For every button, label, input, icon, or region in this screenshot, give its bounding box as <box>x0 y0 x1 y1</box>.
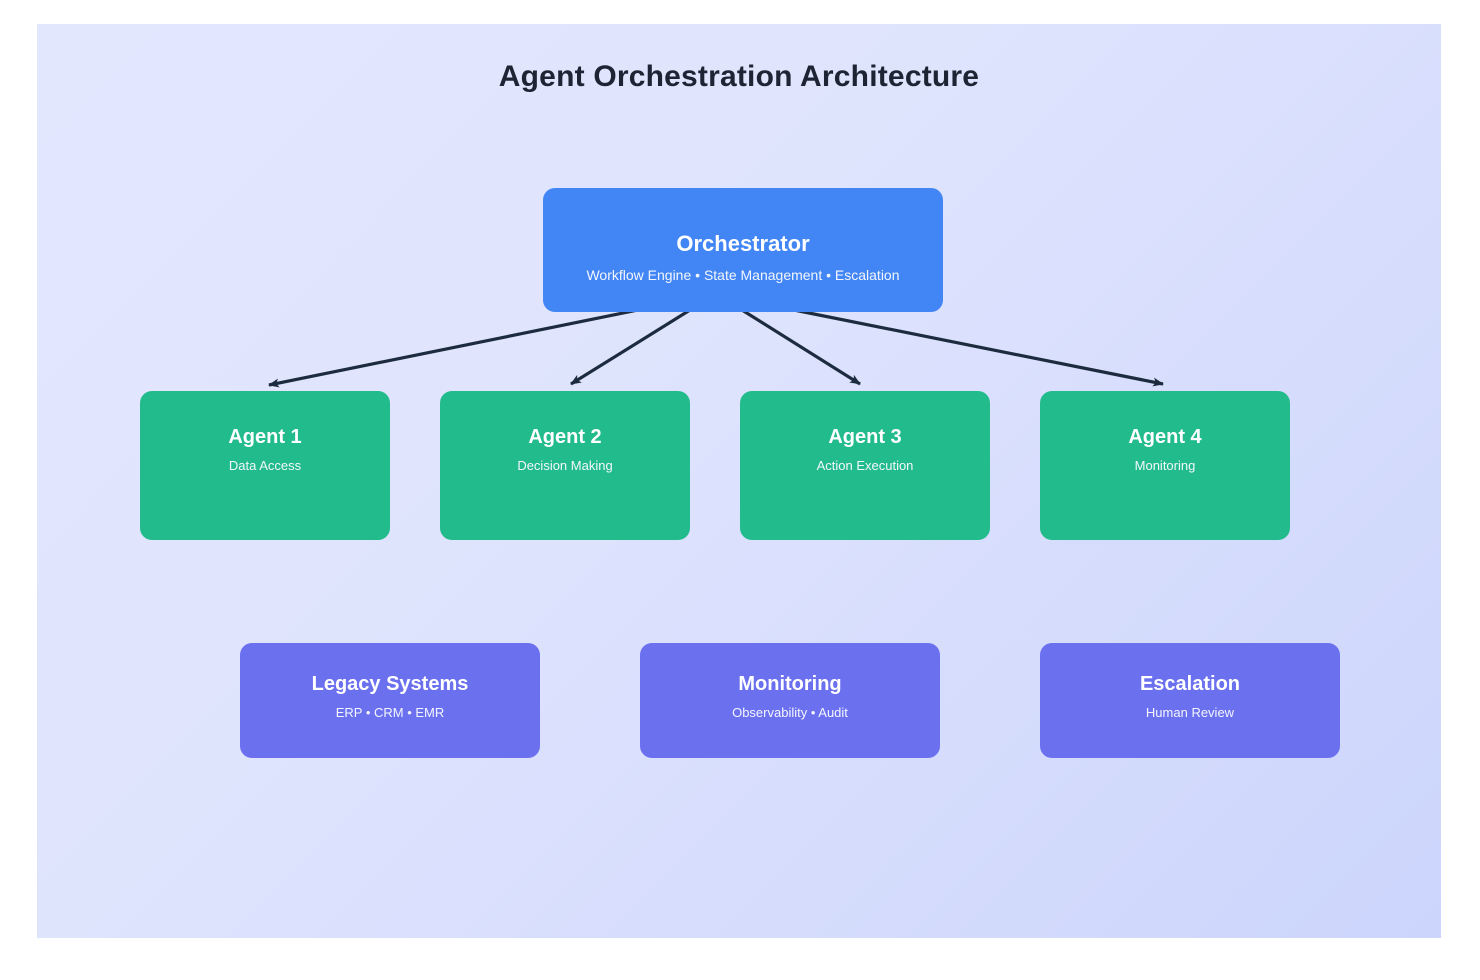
node-legacy-systems[interactable]: Legacy Systems ERP • CRM • EMR <box>240 643 540 758</box>
node-agent-3-subtitle: Action Execution <box>816 458 914 473</box>
node-agent-1[interactable]: Agent 1 Data Access <box>140 391 390 540</box>
node-legacy-systems-title: Legacy Systems <box>311 673 469 695</box>
node-agent-4-title: Agent 4 <box>1128 426 1202 448</box>
node-orchestrator-subtitle: Workflow Engine • State Management • Esc… <box>586 267 900 283</box>
edge-orchestrator-to-agent-1 <box>268 308 639 388</box>
page-title: Agent Orchestration Architecture <box>498 60 980 93</box>
node-agent-2[interactable]: Agent 2 Decision Making <box>440 391 690 540</box>
node-orchestrator[interactable]: Orchestrator Workflow Engine • State Man… <box>543 188 943 312</box>
node-agent-4-subtitle: Monitoring <box>1134 458 1196 473</box>
node-agent-4[interactable]: Agent 4 Monitoring <box>1040 391 1290 540</box>
node-agent-3-title: Agent 3 <box>828 426 902 448</box>
node-escalation[interactable]: Escalation Human Review <box>1040 643 1340 758</box>
node-agent-2-subtitle: Decision Making <box>517 458 613 473</box>
edge-orchestrator-to-agent-2 <box>570 308 691 386</box>
node-escalation-title: Escalation <box>1139 673 1241 695</box>
node-orchestrator-title: Orchestrator <box>676 231 810 256</box>
edge-orchestrator-to-agent-3 <box>741 308 861 386</box>
diagram-canvas: Agent Orchestration Architecture Orchest… <box>37 24 1441 938</box>
node-legacy-systems-subtitle: ERP • CRM • EMR <box>335 705 445 720</box>
node-escalation-subtitle: Human Review <box>1145 705 1235 720</box>
node-agent-1-title: Agent 1 <box>228 426 302 448</box>
node-agent-2-title: Agent 2 <box>528 426 602 448</box>
node-agent-1-subtitle: Data Access <box>228 458 302 473</box>
node-agent-3[interactable]: Agent 3 Action Execution <box>740 391 990 540</box>
edge-orchestrator-to-agent-4 <box>793 308 1164 387</box>
node-monitoring-subtitle: Observability • Audit <box>732 705 848 720</box>
node-monitoring-title: Monitoring <box>738 673 842 695</box>
node-monitoring[interactable]: Monitoring Observability • Audit <box>640 643 940 758</box>
